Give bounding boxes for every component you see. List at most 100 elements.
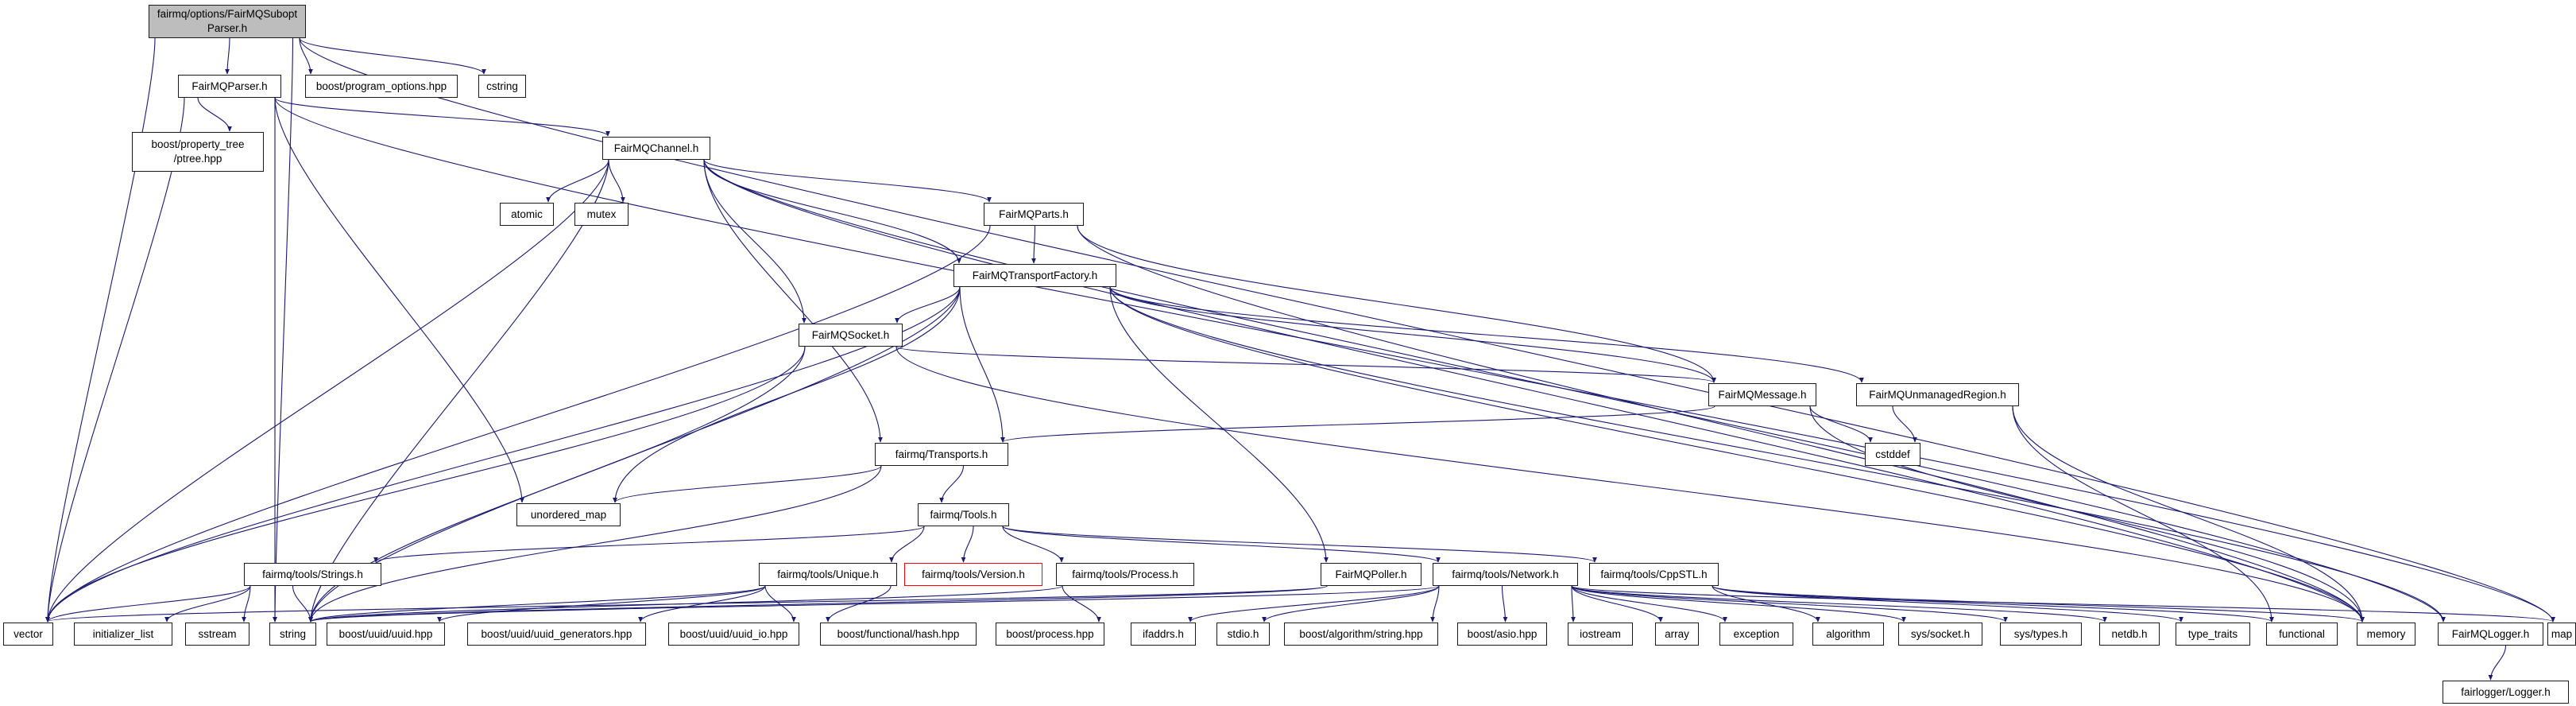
node-network[interactable]: fairmq/tools/Network.h [1433,563,1578,586]
edge-socket-to-memory [895,346,2365,623]
node-program-options: boost/program_options.hpp [305,75,458,98]
edge-parser-to-channel [274,97,610,137]
edge-network-to-iostream [1571,585,1576,623]
edge-transports-to-tools [939,465,965,503]
node-type-traits: type_traits [2176,623,2250,646]
edge-poller-to-string [308,585,1328,623]
node-uuid-io: boost/uuid/uuid_io.hpp [668,623,799,646]
node-iostream: iostream [1568,623,1633,646]
node-map: map [2547,623,2576,646]
edge-factory-to-logger [1109,286,2446,623]
node-poller[interactable]: FairMQPoller.h [1321,563,1421,586]
edge-message-to-memory [1809,405,2365,623]
edge-suboptparser-to-vector [45,37,156,623]
node-algorithm: algorithm [1812,623,1884,646]
edge-tools-to-network [1002,526,1441,563]
node-unique[interactable]: fairmq/tools/Unique.h [759,563,897,586]
node-netdb: netdb.h [2099,623,2160,646]
node-memory: memory [2357,623,2415,646]
node-tools[interactable]: fairmq/Tools.h [918,503,1009,526]
edge-suboptparser-to-program-options [299,37,313,75]
edge-cppstl-to-memory [1712,585,2365,623]
node-suboptparser: fairmq/options/FairMQSubopt Parser.h [149,5,306,38]
edge-parts-to-memory [1077,225,2365,623]
edge-factory-to-vector [45,286,961,623]
edge-channel-to-socket [703,159,806,324]
edge-unique-to-uuid [437,585,766,623]
edge-parts-to-vector [45,225,991,623]
node-logger[interactable]: FairMQLogger.h [2438,623,2543,646]
node-socket[interactable]: FairMQSocket.h [799,324,903,347]
node-asio: boost/asio.hpp [1457,623,1547,646]
edge-suboptparser-to-string [273,37,294,623]
edge-region-to-memory [2012,405,2365,623]
edge-message-to-transports [1000,405,1715,443]
node-sys-socket: sys/socket.h [1898,623,1982,646]
edge-parser-to-map [274,97,2555,623]
edge-cppstl-to-functional [1712,585,2274,623]
node-ifaddrs: ifaddrs.h [1131,623,1196,646]
node-cppstl[interactable]: fairmq/tools/CppSTL.h [1589,563,1719,586]
edge-network-to-asio [1501,585,1508,623]
edge-socket-to-message [895,346,1716,383]
node-region[interactable]: FairMQUnmanagedRegion.h [1856,383,2019,406]
edge-cppstl-to-algorithm [1712,585,1820,623]
edge-factory-to-message [1109,286,1716,383]
edge-channel-to-parts [703,159,992,203]
edge-message-to-cstddef [1809,405,1873,443]
edge-factory-to-poller [1109,286,1329,563]
node-channel[interactable]: FairMQChannel.h [602,137,710,160]
edge-suboptparser-to-parser [225,37,230,75]
node-process[interactable]: fairmq/tools/Process.h [1056,563,1194,586]
edge-parser-to-unordered-map [274,97,524,503]
edge-socket-to-vector [45,346,806,623]
edge-channel-to-mutex [608,159,625,203]
node-strings[interactable]: fairmq/tools/Strings.h [244,563,381,586]
edge-network-to-map [1571,585,2555,623]
node-exception: exception [1719,623,1793,646]
edge-channel-to-vector [45,159,609,623]
edge-process-to-boost-process [1062,585,1101,623]
edge-network-to-ifaddrs [1188,585,1440,623]
node-transports[interactable]: fairmq/Transports.h [875,443,1008,466]
edge-region-to-cstddef [1892,405,1917,443]
edge-suboptparser-to-cstring [299,37,486,75]
edge-unique-to-string [308,585,766,623]
edge-factory-to-memory [1109,286,2365,623]
node-array: array [1655,623,1699,646]
node-factory[interactable]: FairMQTransportFactory.h [953,264,1116,287]
edge-strings-to-string [292,585,313,623]
node-parser[interactable]: FairMQParser.h [178,75,281,98]
node-version[interactable]: fairmq/tools/Version.h [904,563,1042,586]
edge-poller-to-vector [45,585,1328,623]
edge-parts-to-message [1077,225,1716,383]
edge-network-to-array [1571,585,1663,623]
node-unordered-map: unordered_map [516,503,621,526]
node-initializer-list: initializer_list [74,623,172,646]
edge-network-to-sys-socket [1571,585,1906,623]
edge-factory-to-socket [895,286,961,324]
node-hash: boost/functional/hash.hpp [820,623,977,646]
edge-strings-to-vector [45,585,251,623]
edge-channel-to-factory [703,159,961,264]
edge-parts-to-factory [1031,225,1036,264]
edge-unique-to-uuid-io [764,585,796,623]
edge-cppstl-to-type-traits [1712,585,2183,623]
edge-factory-to-region [1109,286,1864,383]
node-cstddef: cstddef [1865,443,1920,466]
node-sys-types: sys/types.h [2000,623,2082,646]
edge-network-to-stdio [1262,585,1440,623]
node-message[interactable]: FairMQMessage.h [1708,383,1816,406]
node-parts[interactable]: FairMQParts.h [984,203,1084,226]
node-fairlogger[interactable]: fairlogger/Logger.h [2443,681,2569,704]
edge-tools-to-cppstl [1002,526,1597,563]
edge-network-to-netdb [1571,585,2107,623]
edge-strings-to-sstream [242,585,251,623]
edge-channel-to-atomic [546,159,609,203]
edge-network-to-algorithm-string [1430,585,1440,623]
node-ptree: boost/property_tree /ptree.hpp [132,132,264,172]
edge-tools-to-strings [373,526,925,563]
node-stdio: stdio.h [1216,623,1270,646]
edge-network-to-sys-types [1571,585,2008,623]
edge-logger-to-fairlogger [2488,645,2507,681]
